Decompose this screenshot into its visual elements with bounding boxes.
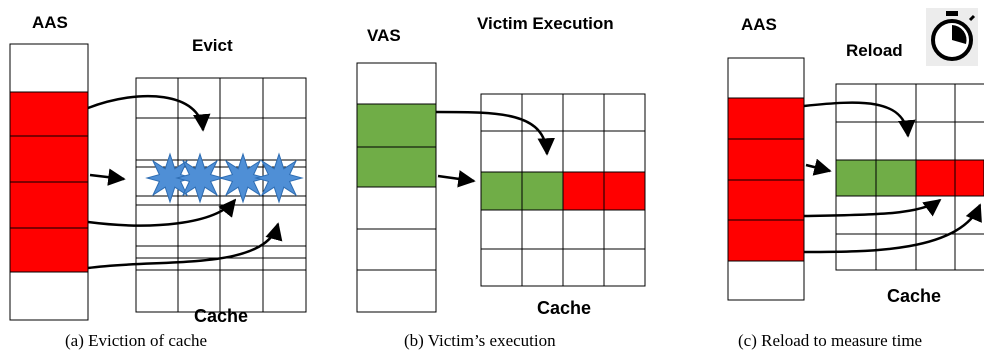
victim-address-space bbox=[356, 62, 437, 313]
burst-icon bbox=[175, 152, 225, 204]
aas-label: AAS bbox=[32, 13, 68, 32]
attacker-block bbox=[727, 219, 805, 262]
victim-block bbox=[356, 103, 437, 148]
attacker-block bbox=[727, 97, 805, 140]
attacker-address-space bbox=[727, 57, 805, 301]
vas-label: VAS bbox=[367, 26, 401, 45]
attacker-address-space bbox=[9, 43, 89, 321]
reload-arrows bbox=[803, 101, 982, 254]
caption-b: (b) Victim’s execution bbox=[404, 331, 556, 350]
victim-cache-line bbox=[521, 171, 564, 211]
reload-label: Reload bbox=[846, 41, 903, 60]
attacker-cache-line bbox=[603, 171, 646, 211]
cache-grid bbox=[480, 93, 646, 287]
attacker-block bbox=[727, 179, 805, 221]
panel-victim-execution: VAS Victim Execution bbox=[356, 14, 646, 350]
attacker-block bbox=[9, 227, 89, 273]
victim-cache-line bbox=[835, 159, 877, 197]
eviction-arrows bbox=[87, 94, 283, 270]
victim-cache-line bbox=[875, 159, 917, 197]
attacker-cache-line bbox=[915, 159, 956, 197]
burst-icon bbox=[145, 152, 195, 204]
victim-block bbox=[356, 146, 437, 188]
panel-reload: AAS Reload bbox=[727, 8, 984, 350]
evicted-lines bbox=[145, 152, 304, 204]
attacker-cache-line bbox=[954, 159, 984, 197]
evict-label: Evict bbox=[192, 36, 233, 55]
attacker-block bbox=[727, 138, 805, 181]
cache-label: Cache bbox=[887, 286, 941, 306]
aas-label: AAS bbox=[741, 15, 777, 34]
panel-eviction: AAS Evict bbox=[9, 13, 307, 350]
burst-icon bbox=[254, 152, 304, 204]
caption-c: (c) Reload to measure time bbox=[738, 331, 922, 350]
victim-execution-label: Victim Execution bbox=[477, 14, 614, 33]
victim-cache-line bbox=[480, 171, 523, 211]
attacker-block bbox=[9, 91, 89, 137]
cache-grid bbox=[835, 83, 984, 271]
cache-label: Cache bbox=[194, 306, 248, 326]
attacker-cache-line bbox=[562, 171, 605, 211]
caption-a: (a) Eviction of cache bbox=[65, 331, 207, 350]
victim-arrows bbox=[435, 110, 555, 188]
burst-icon bbox=[218, 152, 268, 204]
cache-label: Cache bbox=[537, 298, 591, 318]
attacker-block bbox=[9, 181, 89, 229]
stopwatch-icon bbox=[926, 8, 978, 66]
attacker-block bbox=[9, 135, 89, 183]
